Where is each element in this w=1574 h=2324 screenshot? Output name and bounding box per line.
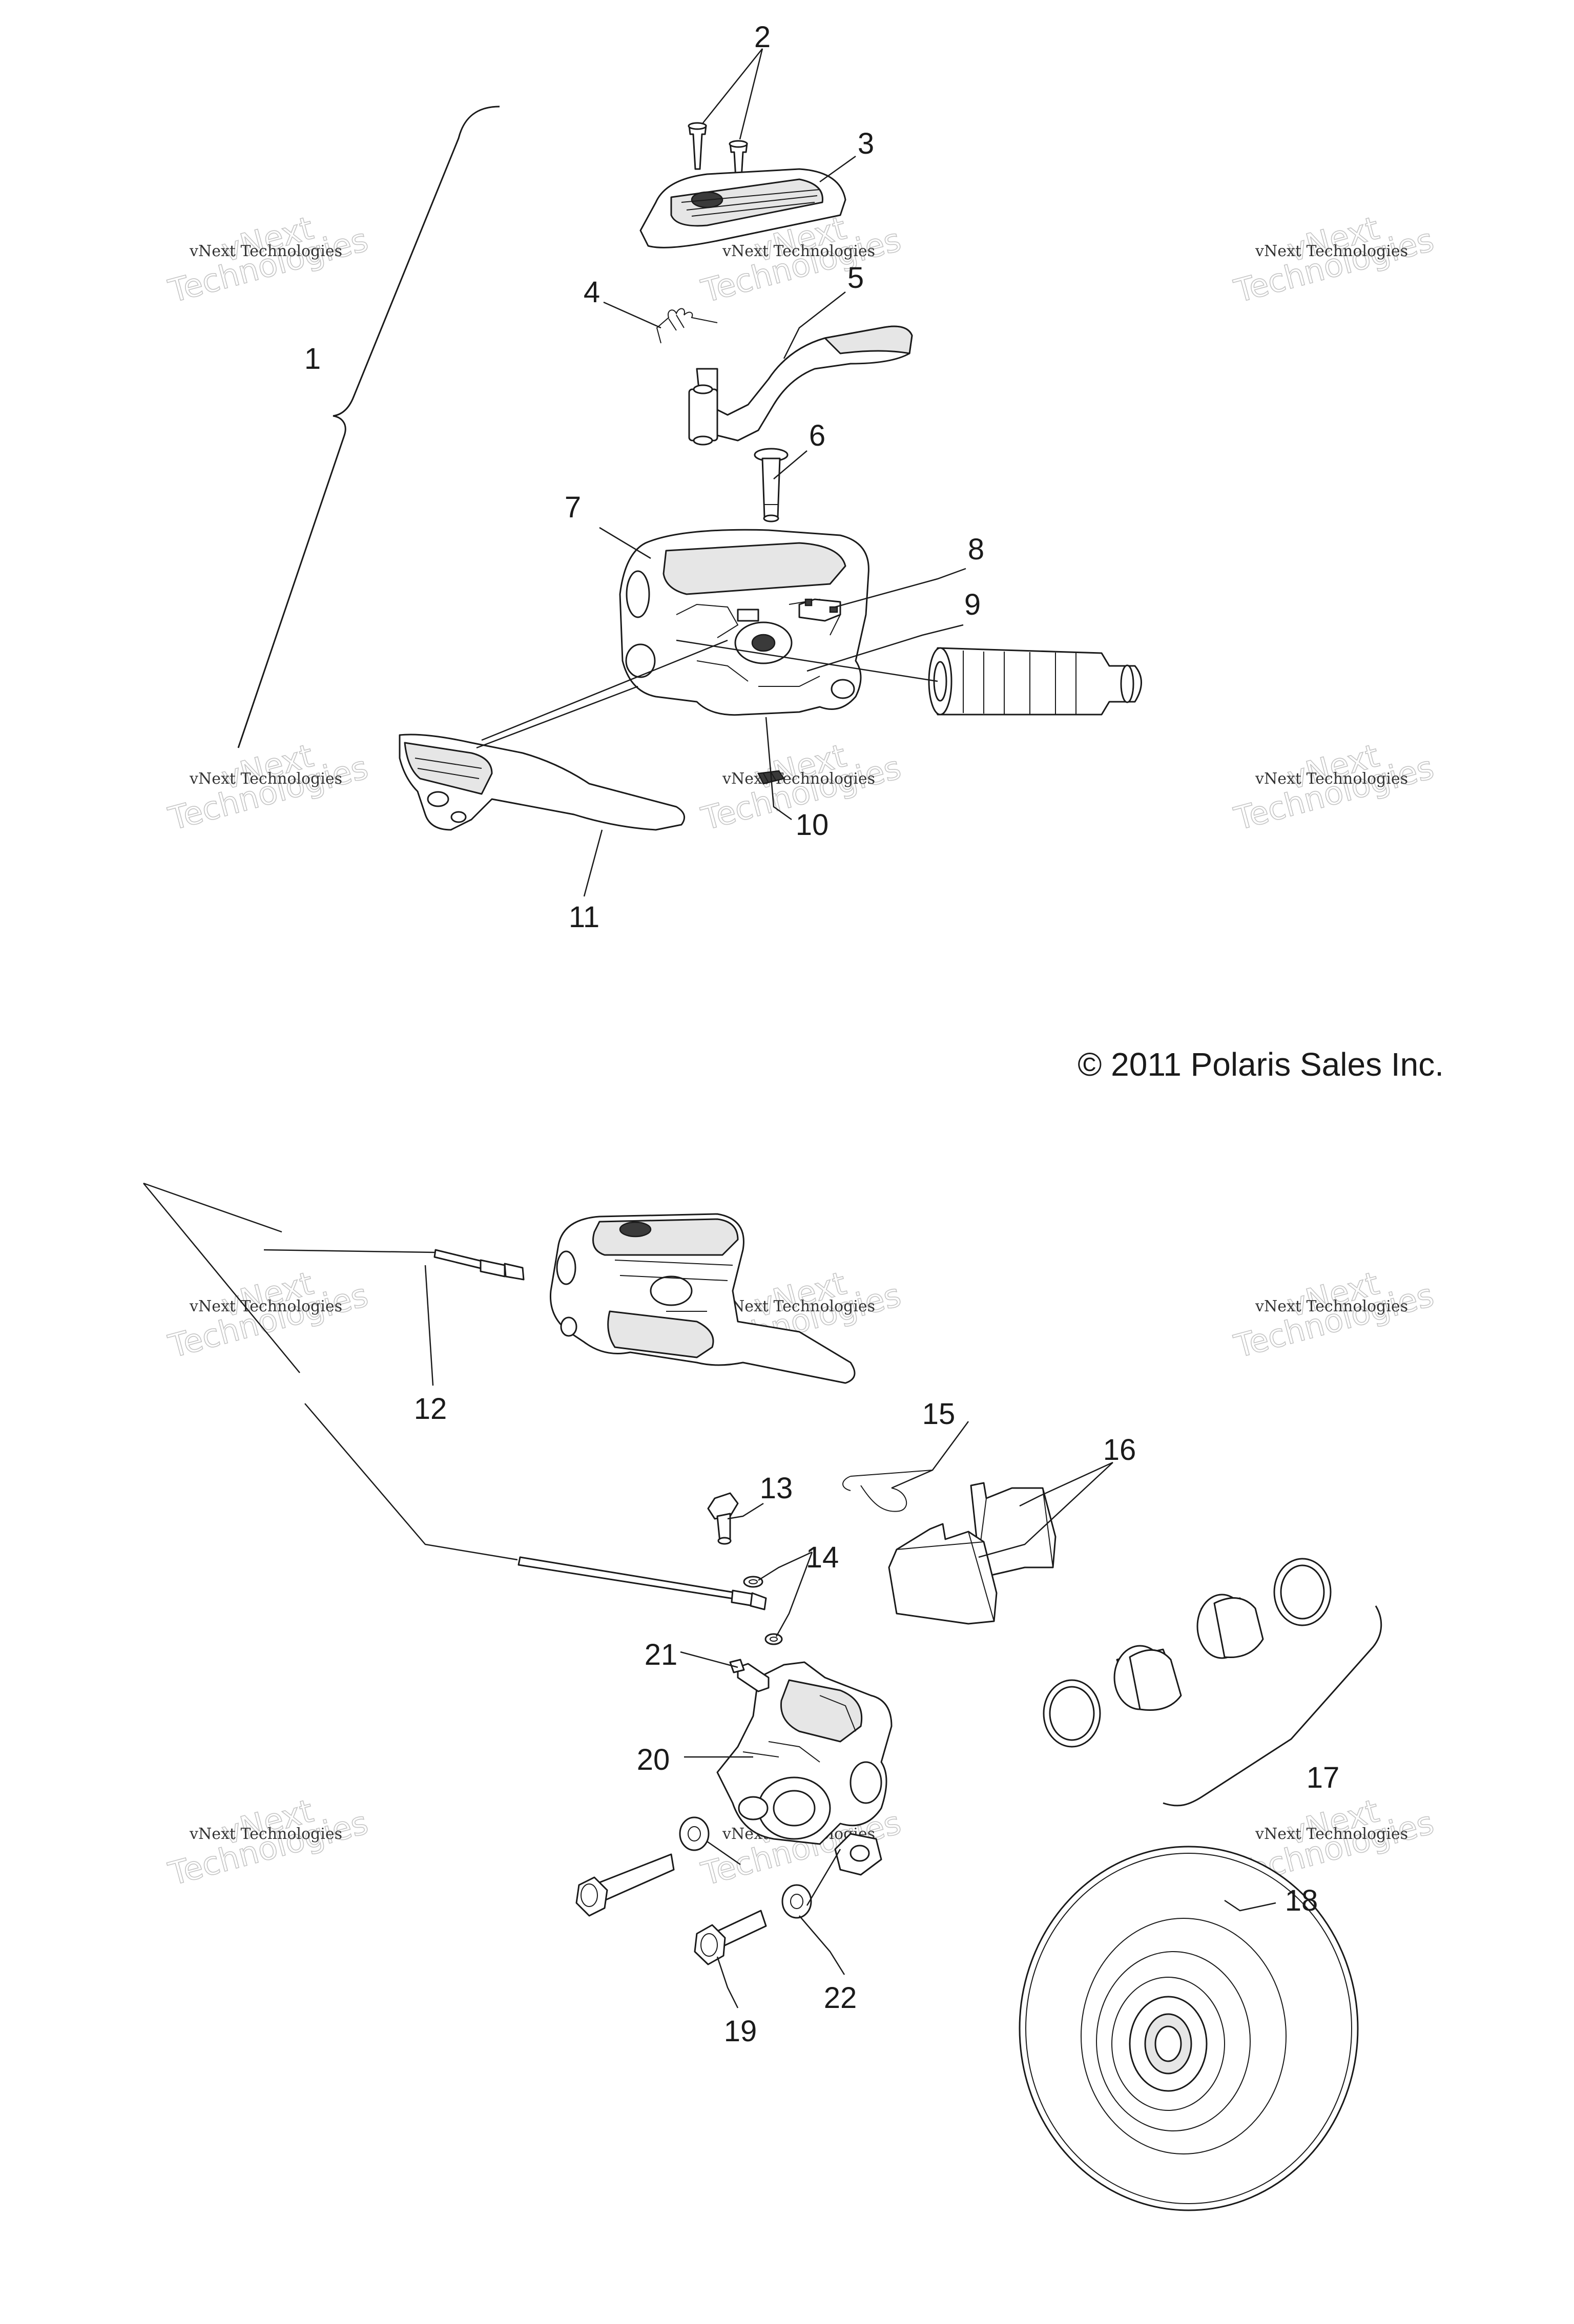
watermark: Technologies vNext vNext Technologies: [1230, 1264, 1438, 1366]
watermark-text: vNext Technologies: [189, 1297, 342, 1315]
brake-rotor-part-18: [1019, 1846, 1359, 2211]
callout-10: 10: [796, 808, 829, 842]
watermark-text: vNext Technologies: [189, 242, 342, 260]
washer-part-22: [679, 1816, 812, 1919]
washer-part-14: [743, 1576, 783, 1645]
callout-8: 8: [968, 533, 984, 566]
clip-part-15: [842, 1470, 933, 1512]
assembly-bracket: [237, 106, 500, 748]
callout-3: 3: [858, 127, 874, 160]
piston-part-9: [928, 647, 1142, 716]
callout-2: 2: [754, 20, 771, 54]
brake-lever-part-11: [399, 734, 686, 831]
leader-lines-top: [476, 48, 966, 897]
bleeder-fitting-part-21: [729, 1659, 770, 1692]
watermark: Technologies vNext vNext Technologies: [164, 208, 372, 310]
callout-19: 19: [724, 2015, 757, 2048]
copyright-notice: © 2011 Polaris Sales Inc.: [1078, 1046, 1444, 1083]
callout-1: 1: [304, 342, 321, 375]
bleeder-bolt-part-13: [707, 1492, 739, 1545]
brake-line-part-12: [433, 1249, 767, 1610]
callout-18: 18: [1285, 1884, 1318, 1917]
callout-5: 5: [847, 261, 864, 295]
watermark-text: vNext Technologies: [722, 1297, 875, 1315]
callout-14: 14: [806, 1541, 839, 1574]
caliper-part-20: [716, 1661, 893, 1876]
watermark-text: vNext Technologies: [1255, 242, 1408, 260]
watermark: Technologies vNext vNext Technologies: [164, 736, 372, 838]
watermark: Technologies vNext vNext Technologies: [164, 1791, 372, 1893]
watermark-text: vNext Technologies: [722, 242, 875, 260]
screw-part-2: [688, 122, 748, 188]
watermark: Technologies vNext vNext Technologies: [164, 1264, 372, 1366]
callout-13: 13: [760, 1472, 793, 1505]
switch-part-8: [798, 598, 841, 622]
assembly-leader-lines: [143, 1182, 518, 1561]
watermark-text: vNext Technologies: [189, 1825, 342, 1843]
watermark-text: vNext Technologies: [189, 770, 342, 788]
callout-11: 11: [569, 901, 599, 934]
callout-17: 17: [1307, 1761, 1340, 1794]
watermark-text: vNext Technologies: [1255, 1825, 1408, 1843]
callout-6: 6: [809, 419, 825, 452]
watermark-text: vNext Technologies: [722, 770, 875, 788]
reservoir-cover-part-3: [639, 168, 846, 248]
callout-7: 7: [565, 491, 581, 524]
master-cylinder-assembly: [549, 1213, 856, 1384]
callout-4: 4: [584, 276, 600, 309]
callout-15: 15: [922, 1397, 956, 1431]
watermark: Technologies vNext vNext Technologies: [1230, 736, 1438, 838]
piston-group-bracket: [1163, 1605, 1382, 1807]
watermark-text: vNext Technologies: [1255, 770, 1408, 788]
spring-part-4: [656, 308, 718, 344]
callout-22: 22: [824, 1981, 857, 2015]
lever-arm-part-5: [688, 325, 913, 446]
pin-part-6: [754, 448, 789, 522]
master-cylinder-body-part-7: [619, 529, 869, 716]
piston-seal-part-17: [1043, 1558, 1332, 1748]
brake-pad-part-16: [888, 1482, 1057, 1625]
callout-9: 9: [964, 588, 981, 621]
watermark-text: vNext Technologies: [1255, 1297, 1408, 1315]
bolt-part-19: [575, 1853, 767, 1965]
callout-20: 20: [637, 1743, 670, 1776]
callout-16: 16: [1103, 1433, 1136, 1467]
callout-21: 21: [645, 1638, 678, 1671]
watermark: Technologies vNext vNext Technologies: [1230, 208, 1438, 310]
leader-lines-bottom: [424, 1265, 1276, 2008]
callout-12: 12: [414, 1392, 447, 1426]
